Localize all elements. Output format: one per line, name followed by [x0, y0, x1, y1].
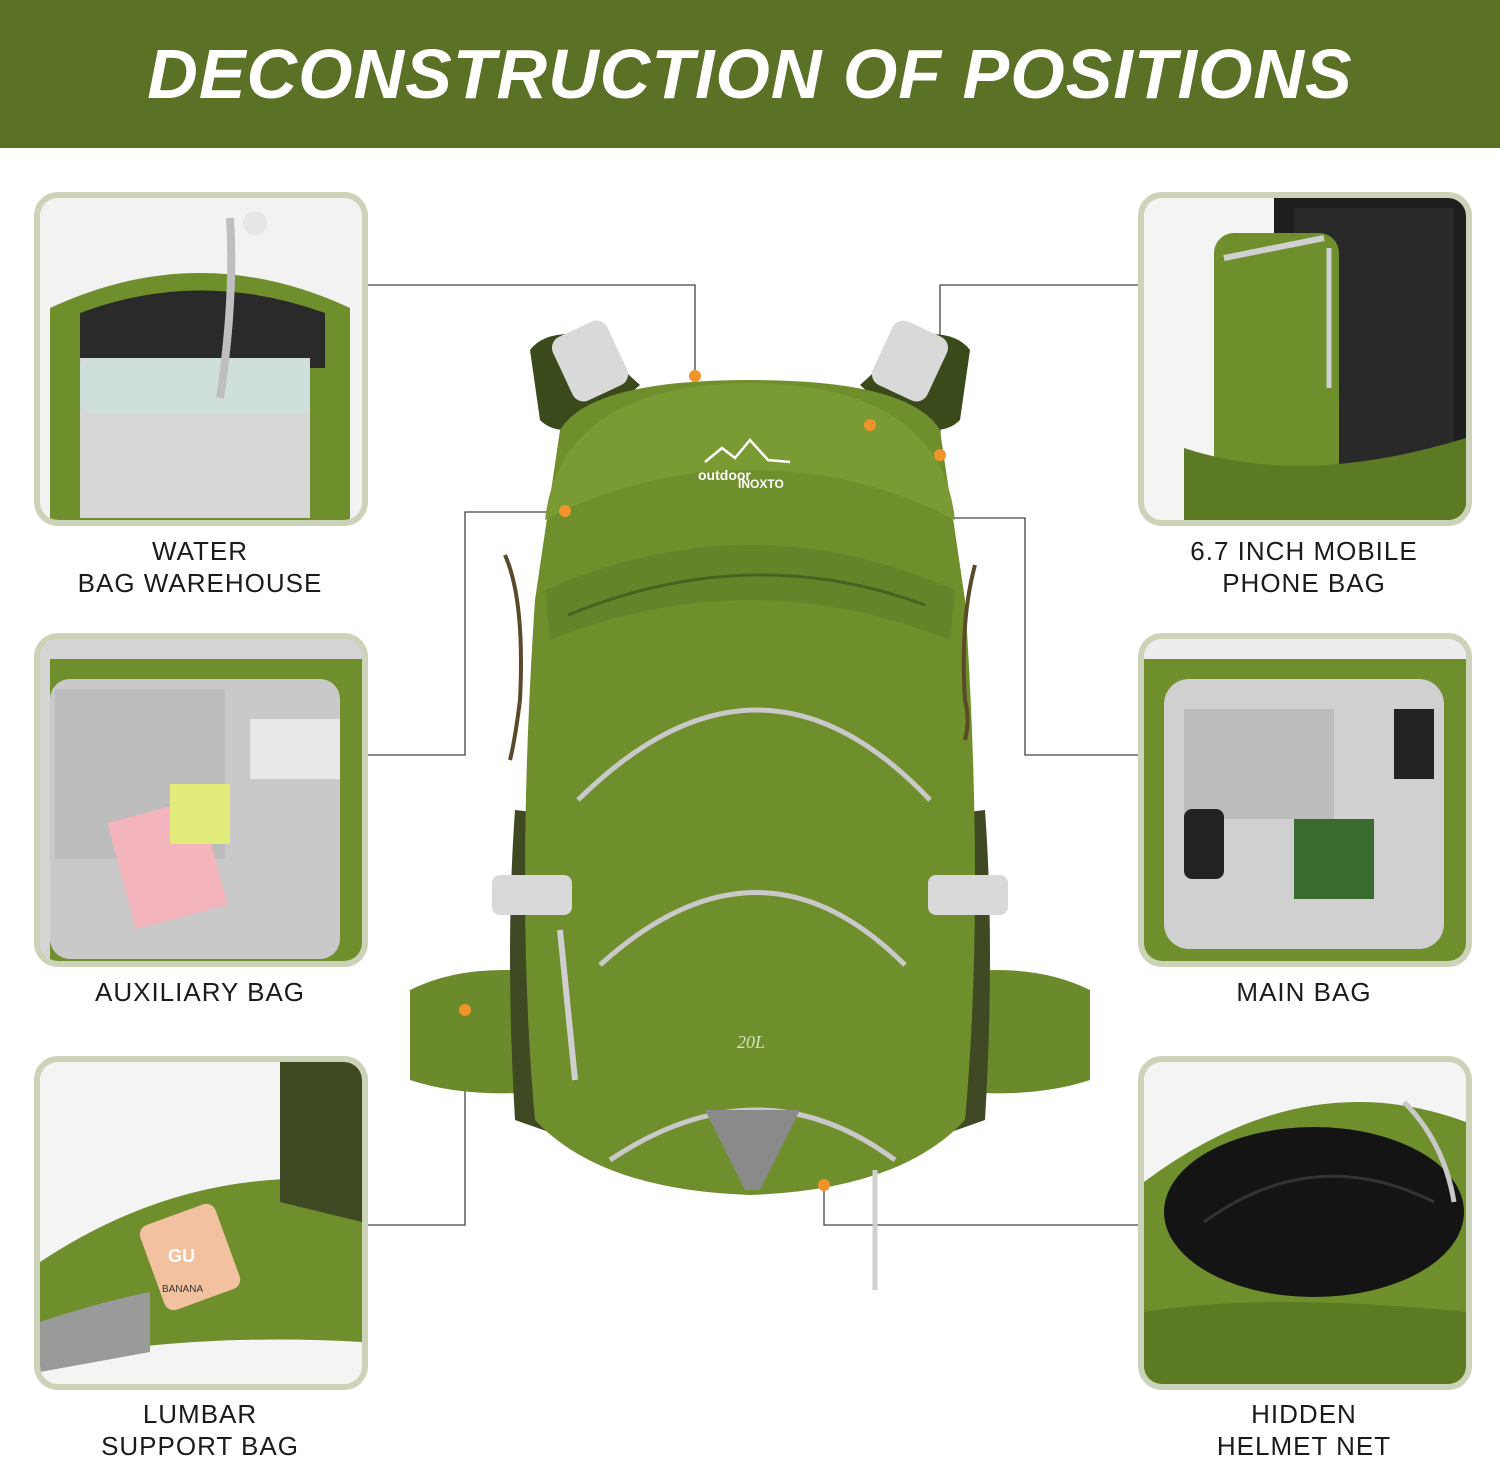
caption-helmet-net-line1: HIDDEN — [1251, 1399, 1357, 1429]
marker-water-bag — [689, 370, 701, 382]
caption-phone-bag-line2: PHONE BAG — [1222, 568, 1386, 598]
panel-phone-bag — [1138, 192, 1472, 526]
connector-auxiliary-bag — [362, 511, 560, 756]
lumbar-bag-image: GU BANANA — [40, 1062, 362, 1384]
caption-water-bag-line1: WATER — [152, 536, 248, 566]
caption-phone-bag-line1: 6.7 INCH MOBILE — [1190, 536, 1418, 566]
panel-auxiliary-bag — [34, 633, 368, 967]
caption-water-bag: WATER BAG WAREHOUSE — [30, 535, 370, 599]
marker-helmet-net — [818, 1179, 830, 1191]
page-title: DECONSTRUCTION OF POSITIONS — [147, 35, 1353, 113]
marker-main-bag — [864, 419, 876, 431]
caption-helmet-net-line2: HELMET NET — [1216, 1431, 1392, 1461]
panel-lumbar-bag: GU BANANA — [34, 1056, 368, 1390]
caption-lumbar-bag-line2: SUPPORT BAG — [101, 1431, 299, 1461]
phone-bag-image — [1144, 198, 1466, 520]
caption-main-bag: MAIN BAG — [1134, 976, 1474, 1008]
auxiliary-bag-image — [40, 639, 362, 961]
caption-auxiliary-bag: AUXILIARY BAG — [30, 976, 370, 1008]
caption-auxiliary-bag-line1: AUXILIARY BAG — [94, 977, 306, 1007]
gu-label: GU — [168, 1246, 195, 1266]
water-bag-image — [40, 198, 362, 520]
marker-lumbar-bag — [459, 1004, 471, 1016]
helmet-net-image — [1144, 1062, 1466, 1384]
caption-main-bag-line1: MAIN BAG — [1236, 977, 1372, 1007]
caption-phone-bag: 6.7 INCH MOBILE PHONE BAG — [1134, 535, 1474, 599]
panel-water-bag — [34, 192, 368, 526]
panel-helmet-net — [1138, 1056, 1472, 1390]
capacity-label: 20L — [737, 1032, 765, 1052]
banana-label: BANANA — [162, 1284, 203, 1295]
caption-lumbar-bag-line1: LUMBAR — [142, 1399, 258, 1429]
connector-helmet-net — [823, 1188, 1142, 1226]
brand-text-outdoor: outdoor — [698, 467, 751, 483]
caption-helmet-net: HIDDEN HELMET NET — [1134, 1398, 1474, 1462]
caption-water-bag-line2: BAG WAREHOUSE — [77, 568, 323, 598]
marker-auxiliary-bag — [559, 505, 571, 517]
position-markers — [459, 370, 946, 1191]
connector-water-bag — [362, 284, 696, 372]
panel-main-bag — [1138, 633, 1472, 967]
brand-text-inoxto: INOXTO — [738, 477, 784, 491]
header-banner: DECONSTRUCTION OF POSITIONS — [0, 0, 1500, 148]
main-bag-image — [1144, 639, 1466, 961]
marker-phone-bag — [934, 449, 946, 461]
caption-lumbar-bag: LUMBAR SUPPORT BAG — [30, 1398, 370, 1462]
